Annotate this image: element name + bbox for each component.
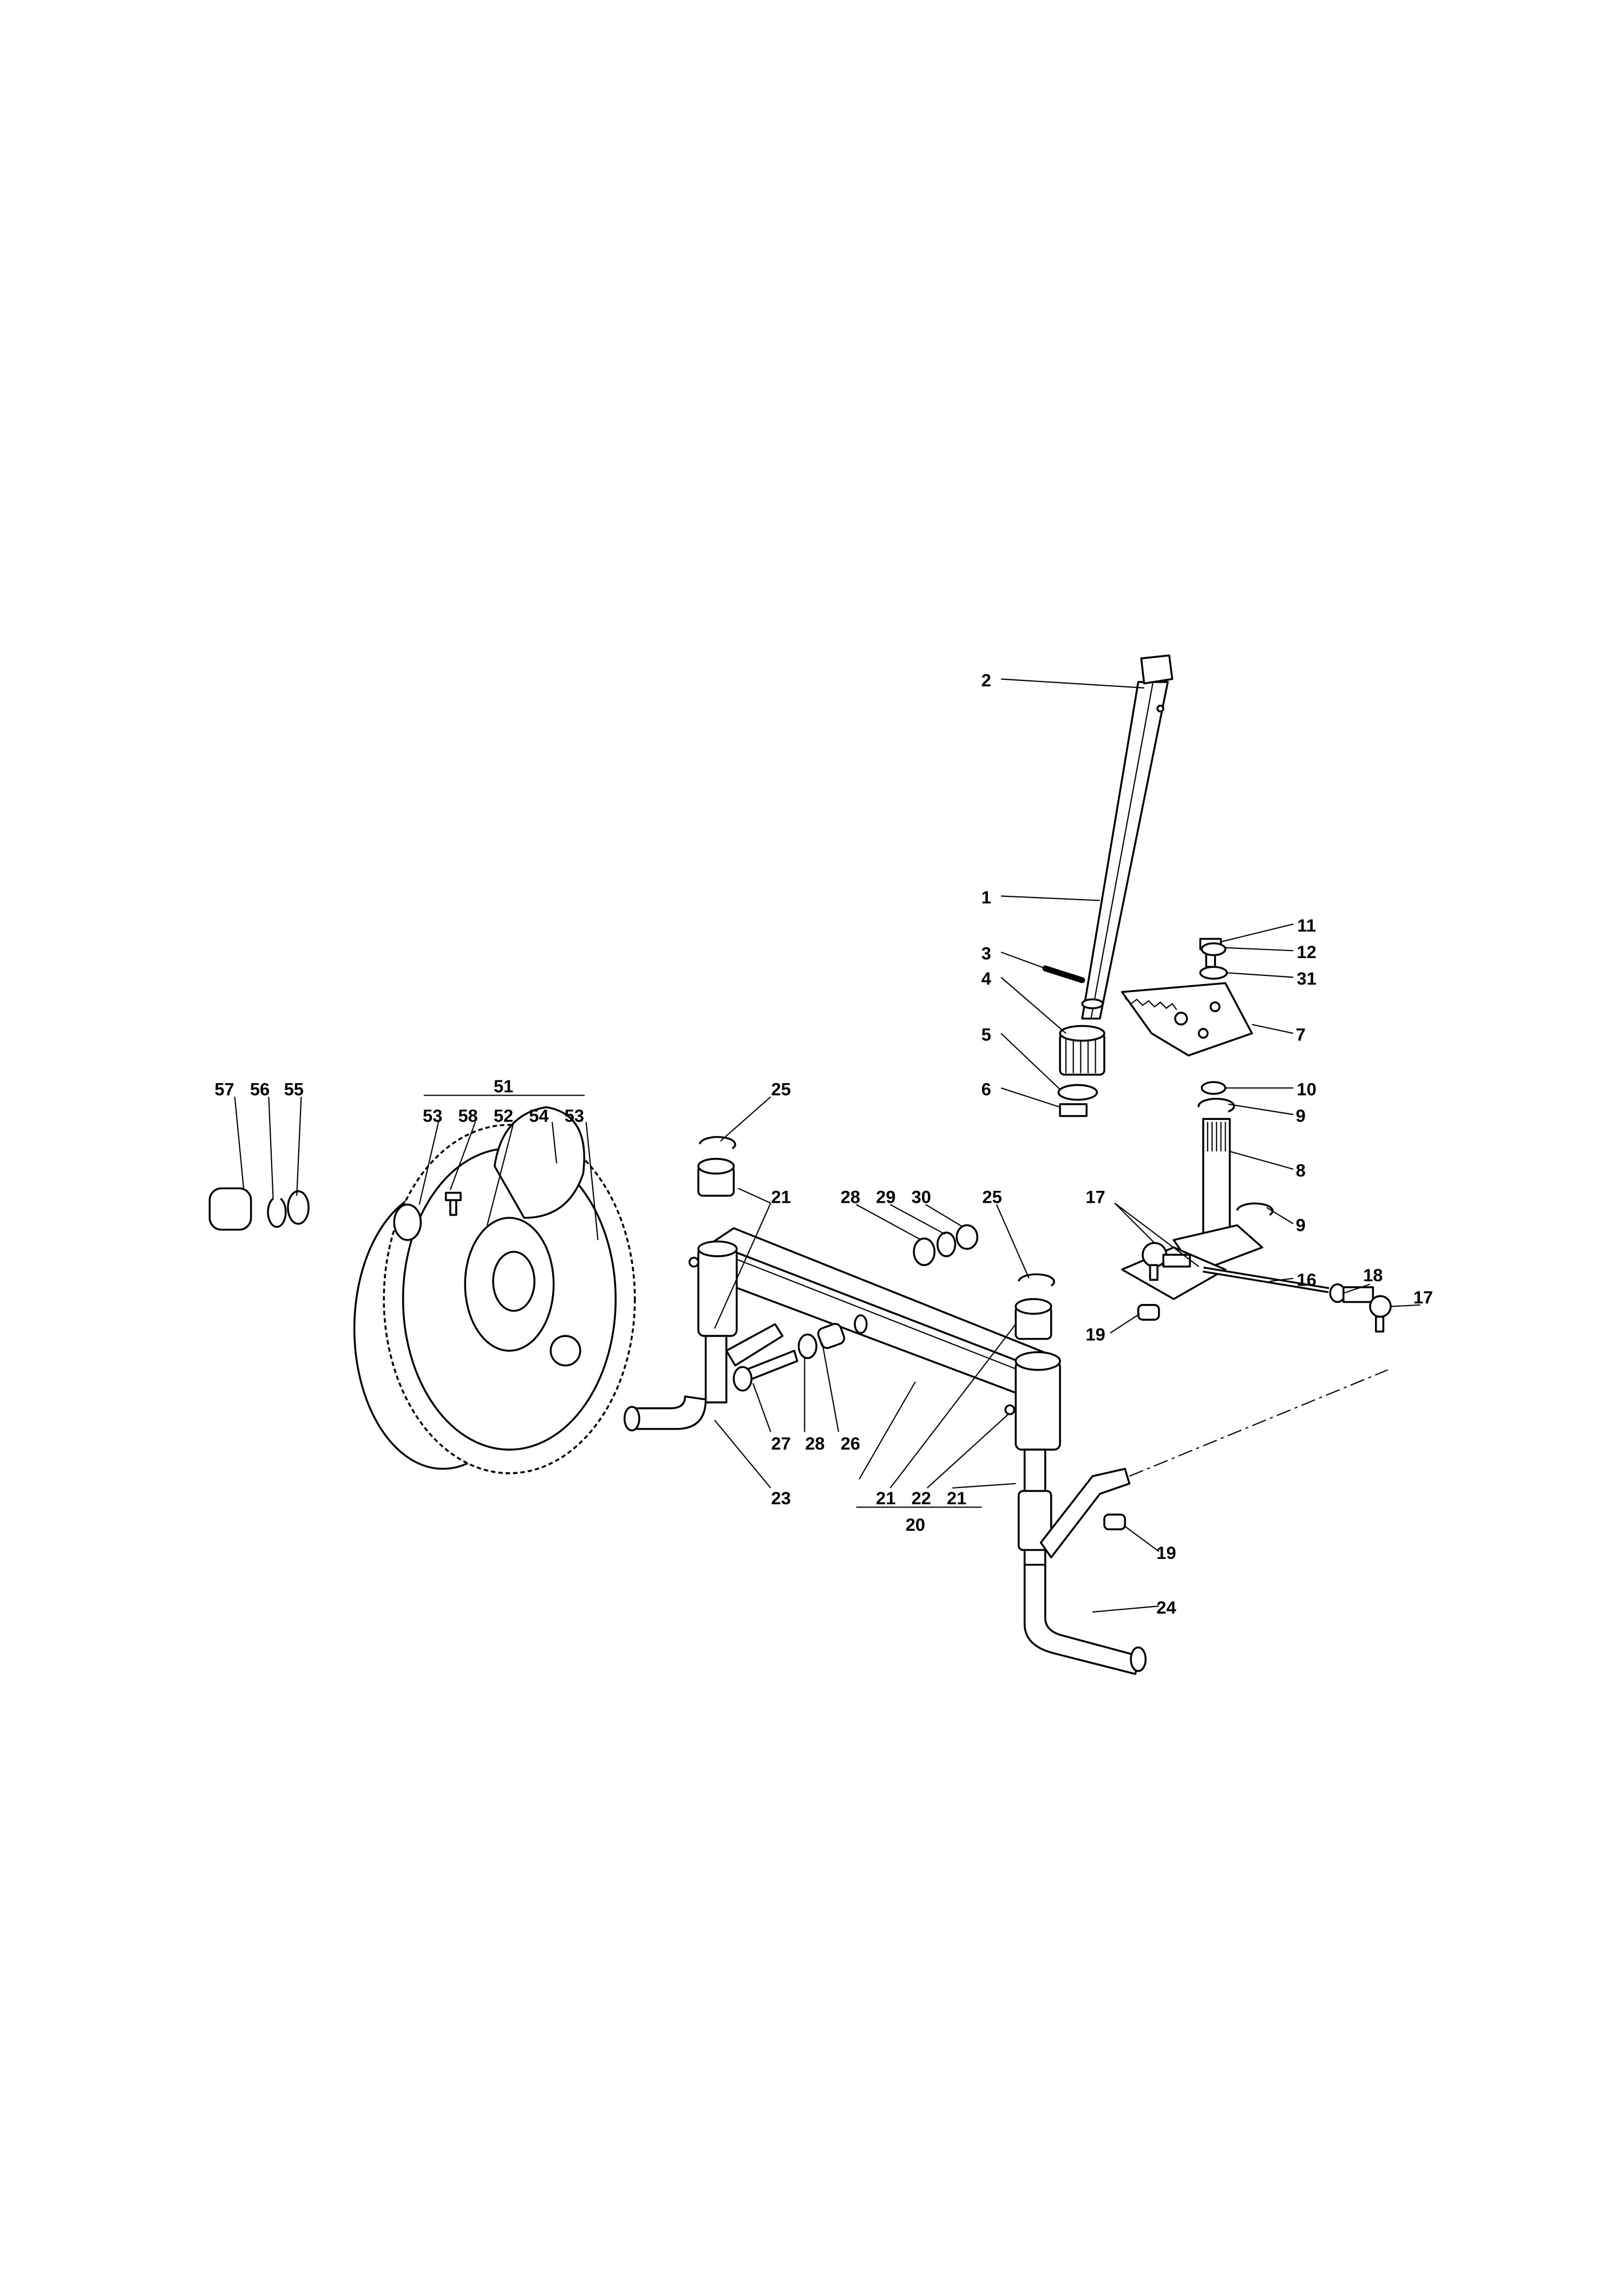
callout-17b: 17 — [1413, 1287, 1433, 1307]
callout-4: 4 — [981, 968, 992, 988]
washer-5 — [1057, 1084, 1098, 1101]
nut-19b — [1103, 1513, 1126, 1531]
callout-25b: 25 — [983, 1187, 1002, 1207]
callout-28: 28 — [841, 1187, 860, 1207]
washer-12 — [1201, 942, 1227, 956]
clip-25-right — [1018, 1273, 1055, 1287]
nut-6 — [1059, 1103, 1088, 1117]
callout-labels: 2 1 3 4 5 6 11 12 31 7 10 9 8 9 17 16 18… — [214, 670, 1433, 1617]
callout-30: 30 — [912, 1187, 931, 1207]
ball-joint-17b — [1343, 1286, 1392, 1333]
callout-24: 24 — [1156, 1597, 1176, 1617]
callout-56: 56 — [250, 1079, 270, 1099]
callout-21c: 21 — [947, 1488, 966, 1508]
bearing-53 — [393, 1203, 422, 1241]
callout-55: 55 — [284, 1079, 304, 1099]
leader-lines — [234, 678, 1420, 1613]
front-axle-beam — [688, 1227, 1061, 1451]
callout-19: 19 — [1085, 1324, 1105, 1344]
callout-53b: 53 — [565, 1106, 584, 1126]
spacer-26 — [817, 1322, 846, 1349]
callout-17: 17 — [1085, 1187, 1105, 1207]
callout-51: 51 — [494, 1076, 513, 1096]
washer-55 — [287, 1190, 310, 1225]
callout-10: 10 — [1296, 1079, 1316, 1099]
nut-30 — [955, 1224, 979, 1250]
right-spindle-24 — [1018, 1449, 1147, 1675]
nut-19a — [1137, 1304, 1160, 1321]
callout-52: 52 — [494, 1106, 513, 1126]
washer-10 — [1201, 1081, 1227, 1095]
steering-column — [1081, 654, 1174, 1020]
clip-9 — [1197, 1098, 1235, 1113]
link-dashed-line — [1129, 1369, 1389, 1477]
callout-21b: 21 — [876, 1488, 895, 1508]
callout-21: 21 — [771, 1187, 791, 1207]
clip-56 — [267, 1198, 287, 1228]
callout-28b: 28 — [805, 1433, 824, 1453]
washer-28 — [913, 1237, 936, 1266]
pivot-bolt-27 — [732, 1349, 798, 1392]
callout-29: 29 — [876, 1187, 895, 1207]
clip-25-left — [698, 1136, 736, 1150]
callout-6: 6 — [981, 1079, 991, 1099]
callout-23: 23 — [771, 1488, 791, 1508]
callout-16: 16 — [1296, 1269, 1316, 1289]
callout-11: 11 — [1297, 915, 1316, 935]
clip-9b — [1236, 1202, 1274, 1216]
callout-1: 1 — [981, 887, 991, 907]
left-spindle-23 — [623, 1323, 784, 1432]
steering-pin — [1042, 965, 1085, 984]
callout-9: 9 — [1296, 1106, 1306, 1126]
washer-28b — [797, 1333, 817, 1359]
callout-27: 27 — [771, 1433, 791, 1453]
valve-58 — [444, 1191, 462, 1216]
callout-19b: 19 — [1156, 1543, 1176, 1563]
callout-20: 20 — [906, 1515, 925, 1535]
callout-31: 31 — [1296, 968, 1316, 988]
callout-8: 8 — [1296, 1161, 1306, 1181]
washer-29 — [937, 1231, 957, 1257]
washer-31 — [1199, 966, 1228, 980]
callout-22: 22 — [912, 1488, 931, 1508]
callout-12: 12 — [1296, 942, 1316, 962]
front-wheel — [353, 1106, 636, 1474]
callout-25: 25 — [771, 1079, 791, 1099]
callout-7: 7 — [1296, 1025, 1306, 1045]
callout-57: 57 — [214, 1079, 234, 1099]
steering-sector — [1121, 982, 1253, 1057]
bushing-21-top-right — [1014, 1298, 1052, 1340]
callout-54: 54 — [529, 1106, 549, 1126]
callout-58: 58 — [458, 1106, 477, 1126]
callout-26: 26 — [841, 1433, 860, 1453]
bushing-57 — [208, 1187, 252, 1231]
callout-5: 5 — [981, 1025, 991, 1045]
callout-2: 2 — [981, 670, 991, 690]
callout-3: 3 — [981, 943, 991, 964]
callout-53: 53 — [423, 1106, 442, 1126]
bushing-21-top-left — [697, 1158, 735, 1197]
callout-18: 18 — [1363, 1265, 1383, 1285]
callout-9b: 9 — [1296, 1215, 1306, 1235]
pinion-gear — [1059, 1025, 1105, 1076]
